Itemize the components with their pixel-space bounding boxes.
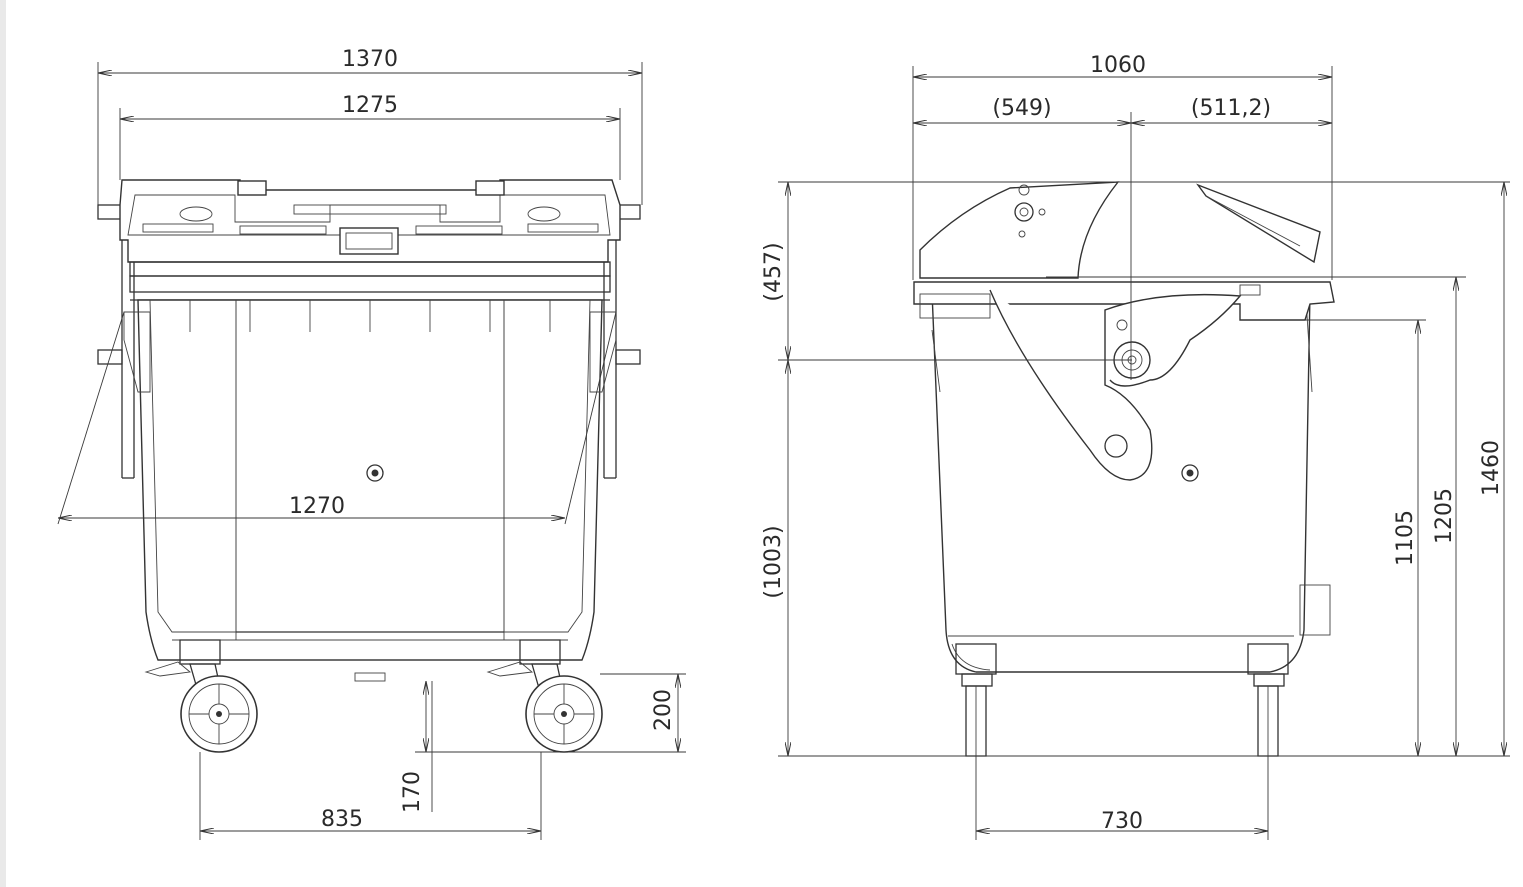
side-view: 1060 (549) (511,2) (457) (1003) 1105 120… — [761, 53, 1510, 840]
dim-label-1060: 1060 — [1090, 53, 1146, 78]
dim-label-1460: 1460 — [1479, 440, 1504, 496]
front-dimensions — [57, 62, 686, 840]
dim-label-170: 170 — [400, 771, 425, 813]
dim-label-200: 200 — [651, 689, 676, 731]
dim-label-549: (549) — [992, 96, 1051, 121]
dim-label-511-2: (511,2) — [1191, 96, 1271, 121]
side-front-caster — [955, 643, 997, 757]
front-lid — [119, 179, 621, 301]
left-edge-strip — [0, 0, 6, 887]
side-lid — [913, 181, 1335, 481]
dim-label-1003: (1003) — [761, 525, 786, 598]
front-view: 1370 1275 1270 835 170 200 — [57, 47, 686, 840]
dim-label-835: 835 — [321, 807, 363, 832]
dim-label-1270: 1270 — [289, 494, 345, 519]
front-left-caster — [144, 639, 258, 753]
dim-label-1205: 1205 — [1432, 488, 1457, 544]
side-dimensions — [778, 66, 1510, 840]
dim-label-730: 730 — [1101, 809, 1143, 834]
dim-label-457: (457) — [761, 242, 786, 301]
dim-label-1105: 1105 — [1393, 510, 1418, 566]
dim-label-1275: 1275 — [342, 93, 398, 118]
side-body — [931, 291, 1331, 673]
dim-label-1370: 1370 — [342, 47, 398, 72]
front-body — [123, 299, 617, 682]
